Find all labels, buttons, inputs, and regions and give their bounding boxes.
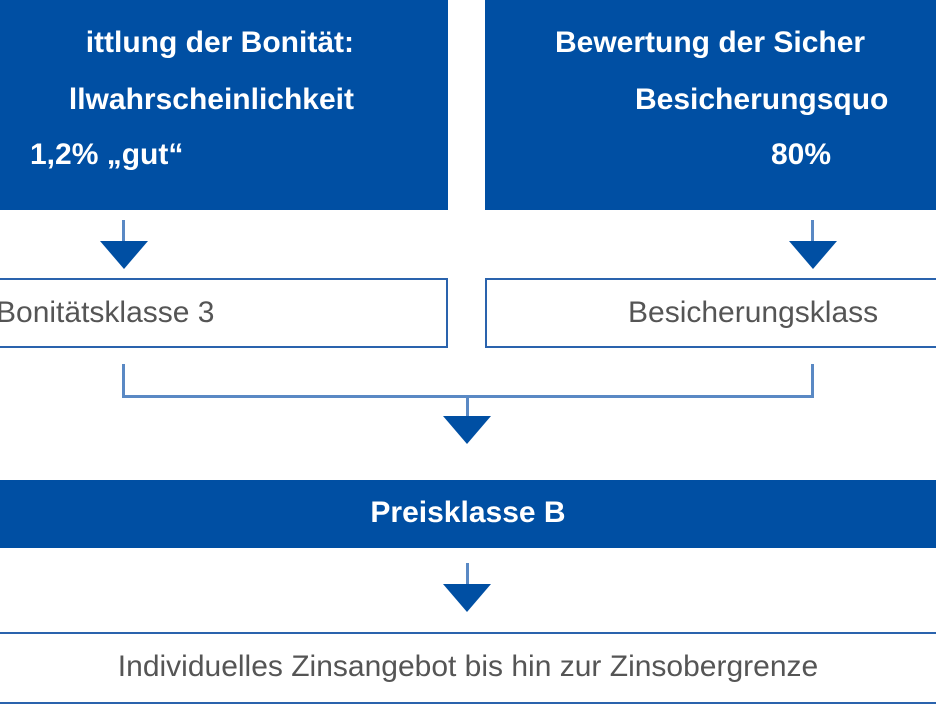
collateral-class-label: Besicherungsklass xyxy=(628,296,879,329)
arrow-down-icon xyxy=(789,241,837,269)
connector-line xyxy=(466,397,469,417)
connector-line xyxy=(811,220,814,242)
connector-line xyxy=(122,395,814,398)
connector-line xyxy=(122,364,125,398)
connector-line xyxy=(811,364,814,398)
credit-class-box xyxy=(0,278,448,348)
creditworthiness-box xyxy=(0,0,448,210)
creditworthiness-line-3: 1,2% „gut“ xyxy=(30,138,184,171)
collateral-line-2: Besicherungsquo xyxy=(635,83,889,116)
creditworthiness-line-2: llwahrscheinlichkeit xyxy=(68,83,354,116)
credit-class-label: Bonitätsklasse 3 xyxy=(0,296,215,329)
arrow-down-icon xyxy=(443,416,491,444)
collateral-class-box xyxy=(485,278,936,348)
connector-line xyxy=(122,220,125,242)
connector-line xyxy=(466,563,469,585)
result-box xyxy=(0,632,936,704)
price-class-label: Preisklasse B xyxy=(370,496,566,529)
result-label: Individuelles Zinsangebot bis hin zur Zi… xyxy=(117,650,819,683)
collateral-line-3: 80% xyxy=(771,138,832,171)
arrow-down-icon xyxy=(100,241,148,269)
price-class-bar xyxy=(0,480,936,548)
arrow-down-icon xyxy=(443,584,491,612)
collateral-box xyxy=(485,0,936,210)
collateral-line-1: Bewertung der Sicher xyxy=(555,26,866,59)
creditworthiness-line-1: ittlung der Bonität: xyxy=(85,26,354,59)
